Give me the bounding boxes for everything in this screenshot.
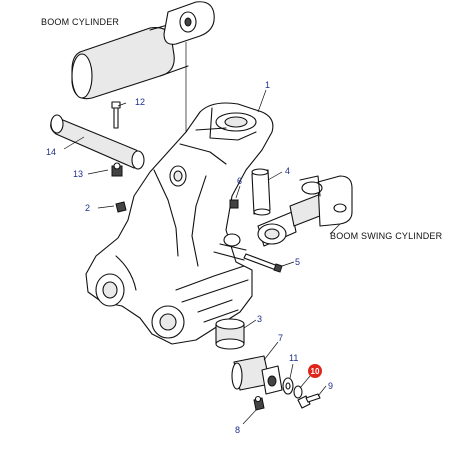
fitting-13 — [111, 162, 123, 177]
callout-3[interactable]: 3 — [257, 314, 262, 324]
pin-14 — [50, 114, 145, 170]
bolt-6 — [229, 199, 239, 209]
callout-12[interactable]: 12 — [135, 97, 145, 107]
callout-4[interactable]: 4 — [285, 166, 290, 176]
pin-7 — [231, 355, 283, 395]
swing-bracket-1 — [85, 102, 274, 345]
callout-13[interactable]: 13 — [73, 169, 83, 179]
callout-10[interactable]: 10 — [311, 367, 320, 376]
callout-14[interactable]: 14 — [46, 147, 56, 157]
boom-swing-cylinder-label: BOOM SWING CYLINDER — [330, 231, 443, 241]
bolt-9 — [297, 393, 321, 409]
callout-5[interactable]: 5 — [295, 257, 300, 267]
boom-swing-cylinder — [257, 175, 353, 247]
highlight-badge-10[interactable] — [308, 364, 322, 378]
callout-8[interactable]: 8 — [235, 425, 240, 435]
washer-11 — [282, 377, 294, 395]
bolt-5 — [243, 253, 283, 273]
pin-4 — [251, 168, 271, 216]
washer-10 — [293, 385, 303, 399]
boom-cylinder — [71, 1, 215, 225]
callout-1[interactable]: 1 — [265, 80, 270, 90]
boom-cylinder-label: BOOM CYLINDER — [41, 17, 119, 27]
callout-9[interactable]: 9 — [328, 381, 333, 391]
callout-11[interactable]: 11 — [289, 353, 298, 363]
callout-2[interactable]: 2 — [85, 203, 90, 213]
fitting-8 — [253, 395, 265, 411]
callout-7[interactable]: 7 — [278, 333, 283, 343]
bolt-2 — [115, 201, 127, 213]
leader-lines — [63, 89, 327, 425]
bushing-3 — [215, 318, 245, 350]
callout-6[interactable]: 6 — [237, 176, 242, 186]
